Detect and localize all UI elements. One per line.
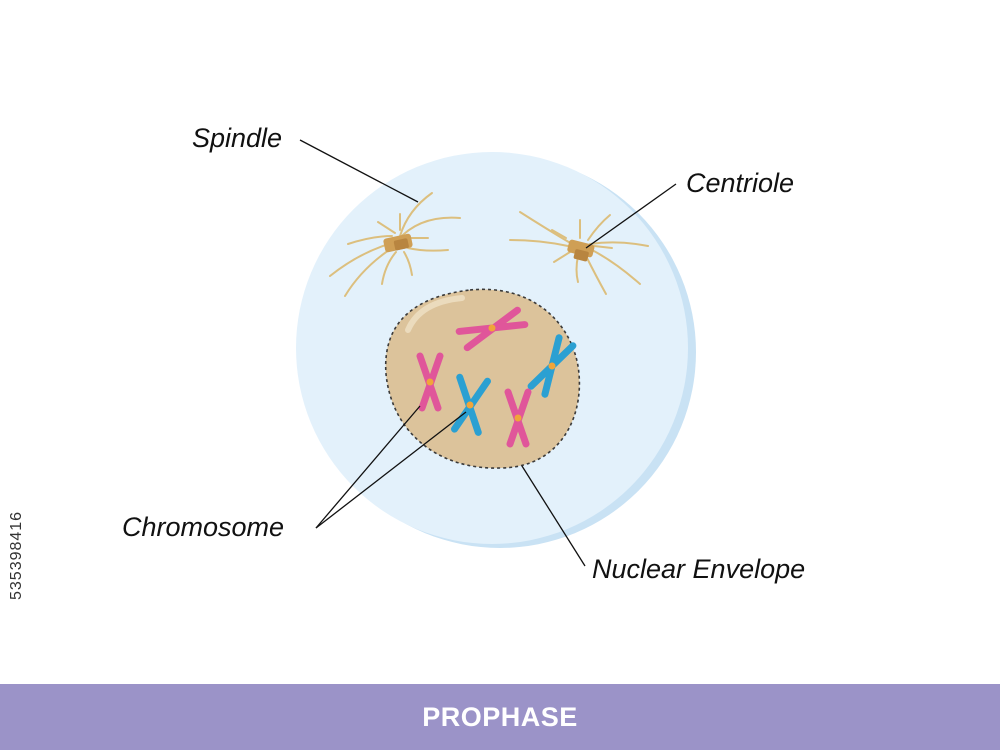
footer-title: PROPHASE	[422, 701, 578, 732]
chromosome-leader-1	[315, 405, 421, 529]
label-chromosome: Chromosome	[122, 512, 285, 542]
side-id-text: 535398416	[8, 510, 25, 600]
chromosome-right-blue	[527, 334, 577, 398]
label-centriole: Centriole	[686, 168, 795, 198]
prophase-diagram	[296, 139, 696, 567]
nucleus	[384, 288, 581, 469]
spindle-leader	[299, 139, 419, 203]
leader-lines	[299, 139, 677, 567]
centriole-right-2	[573, 249, 589, 262]
centriole-left-2	[393, 238, 409, 251]
nucleus-highlight	[405, 295, 465, 333]
chromosome-leader-2	[315, 411, 467, 529]
nuclear-envelope-leader	[521, 465, 586, 567]
label-spindle: Spindle	[192, 123, 283, 153]
chromosome-bottom-pink	[504, 388, 532, 448]
chromosome-center-blue	[450, 373, 491, 436]
label-nuclear-envelope: Nuclear Envelope	[592, 554, 806, 584]
nuclear-envelope	[384, 288, 581, 469]
chromosome-top-pink	[455, 306, 529, 352]
centriole-leader	[585, 183, 677, 249]
footer-band: PROPHASE	[0, 684, 1000, 750]
chromosome-left-pink	[416, 352, 444, 412]
